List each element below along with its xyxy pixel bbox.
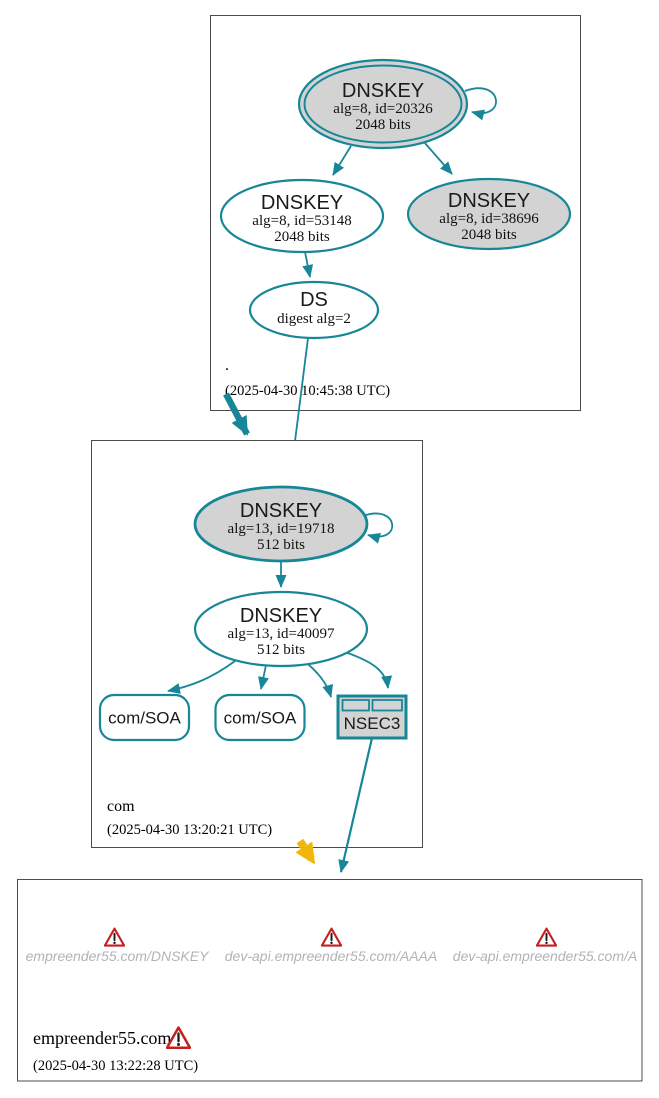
edge-com-to-empreender-insecure-delegation [295, 838, 318, 866]
com-ksk-title: DNSKEY [240, 500, 322, 522]
warning-label-aaaa: dev-api.empreender55.com/AAAA [225, 948, 437, 964]
warning-node-a: dev-api.empreender55.com/A [453, 927, 637, 964]
edge-root-ksk-self-sign [464, 87, 497, 121]
empreender-zone-label: empreender55.com [33, 1028, 171, 1048]
root-zsk-title: DNSKEY [261, 192, 343, 214]
root-zone-label: . [225, 357, 229, 374]
warning-node-aaaa: dev-api.empreender55.com/AAAA [225, 927, 437, 964]
com-zsk-node: DNSKEY alg=13, id=40097 512 bits [193, 590, 369, 668]
empreender-zone-timestamp: (2025-04-30 13:22:28 UTC) [33, 1058, 198, 1074]
com-zone-timestamp: (2025-04-30 13:20:21 UTC) [107, 822, 272, 838]
edge-root-zsk-to-ds [302, 251, 314, 278]
root-ksk-node: DNSKEY alg=8, id=20326 2048 bits [297, 58, 469, 150]
com-ksk-detail2: 512 bits [257, 537, 305, 553]
com-soa-left-label: com/SOA [108, 709, 181, 728]
root-zsk-detail1: alg=8, id=53148 [252, 213, 351, 229]
root-key38696-detail1: alg=8, id=38696 [439, 211, 539, 227]
com-zsk-title: DNSKEY [240, 605, 322, 627]
com-zsk-detail1: alg=13, id=40097 [228, 626, 335, 642]
edge-com-ksk-self-sign [362, 512, 394, 544]
edge-nsec3-to-empreender-zone [338, 737, 374, 873]
root-zone-timestamp: (2025-04-30 10:45:38 UTC) [225, 383, 390, 399]
com-nsec3-node: NSEC3 [336, 694, 408, 740]
com-zone-label: com [107, 798, 135, 815]
edge-root-ksk-to-zsk [332, 145, 352, 176]
warning-label-dnskey: empreender55.com/DNSKEY [26, 948, 211, 964]
edge-root-ksk-to-key38696 [423, 141, 453, 175]
edge-root-to-com-delegation [223, 392, 250, 436]
root-key38696-title: DNSKEY [448, 190, 530, 212]
root-ksk-title: DNSKEY [342, 80, 424, 102]
root-zsk-detail2: 2048 bits [274, 229, 330, 245]
com-nsec3-label: NSEC3 [344, 714, 401, 733]
root-zsk-node: DNSKEY alg=8, id=53148 2048 bits [219, 178, 385, 254]
root-key38696-node: DNSKEY alg=8, id=38696 2048 bits [406, 177, 572, 251]
com-soa-right-label: com/SOA [224, 709, 297, 728]
com-zsk-detail2: 512 bits [257, 642, 305, 658]
edge-com-zsk-to-soa-right [258, 664, 269, 690]
warning-node-dnskey: empreender55.com/DNSKEY [26, 927, 211, 964]
root-key38696-detail2: 2048 bits [461, 227, 517, 243]
root-ds-title: DS [300, 289, 328, 311]
root-ksk-detail2: 2048 bits [355, 117, 411, 133]
edge-com-zsk-to-soa-left [167, 660, 236, 694]
com-soa-right-node: com/SOA [214, 693, 306, 742]
empreender-zone-box [17, 879, 643, 1082]
root-ksk-detail1: alg=8, id=20326 [333, 101, 433, 117]
warning-label-a: dev-api.empreender55.com/A [453, 948, 637, 964]
com-soa-left-node: com/SOA [98, 693, 191, 742]
root-ds-node: DS digest alg=2 [248, 280, 380, 340]
root-ds-detail1: digest alg=2 [277, 311, 351, 327]
com-ksk-detail1: alg=13, id=19718 [228, 521, 335, 537]
com-ksk-node: DNSKEY alg=13, id=19718 512 bits [193, 485, 369, 563]
